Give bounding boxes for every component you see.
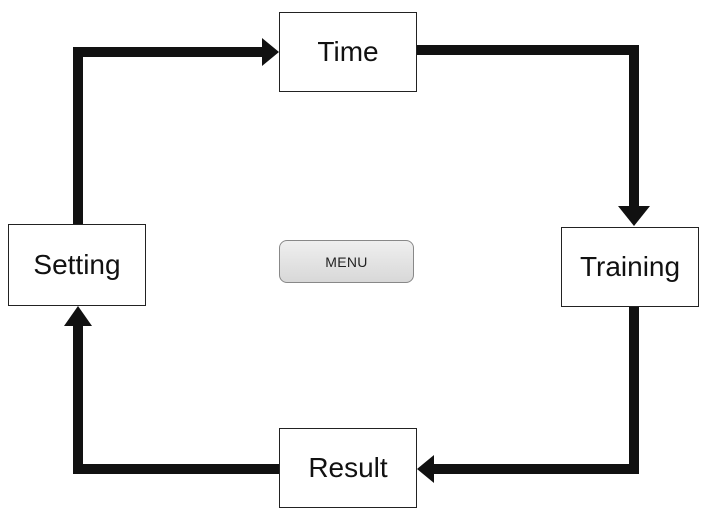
setting-to-time-arrowhead	[262, 38, 279, 66]
setting-node[interactable]: Setting	[8, 224, 146, 306]
result-to-setting-arrowhead	[64, 306, 92, 326]
time-to-training-arrowhead	[618, 206, 650, 226]
training-to-result-arrowhead	[417, 455, 434, 483]
training-to-result-line	[434, 307, 639, 474]
result-node[interactable]: Result	[279, 428, 417, 508]
time-node[interactable]: Time	[279, 12, 417, 92]
training-node[interactable]: Training	[561, 227, 699, 307]
setting-to-time-line	[73, 47, 262, 224]
result-to-setting-line	[73, 326, 279, 474]
time-to-training-line	[417, 45, 639, 206]
menu-button[interactable]: MENU	[279, 240, 414, 283]
